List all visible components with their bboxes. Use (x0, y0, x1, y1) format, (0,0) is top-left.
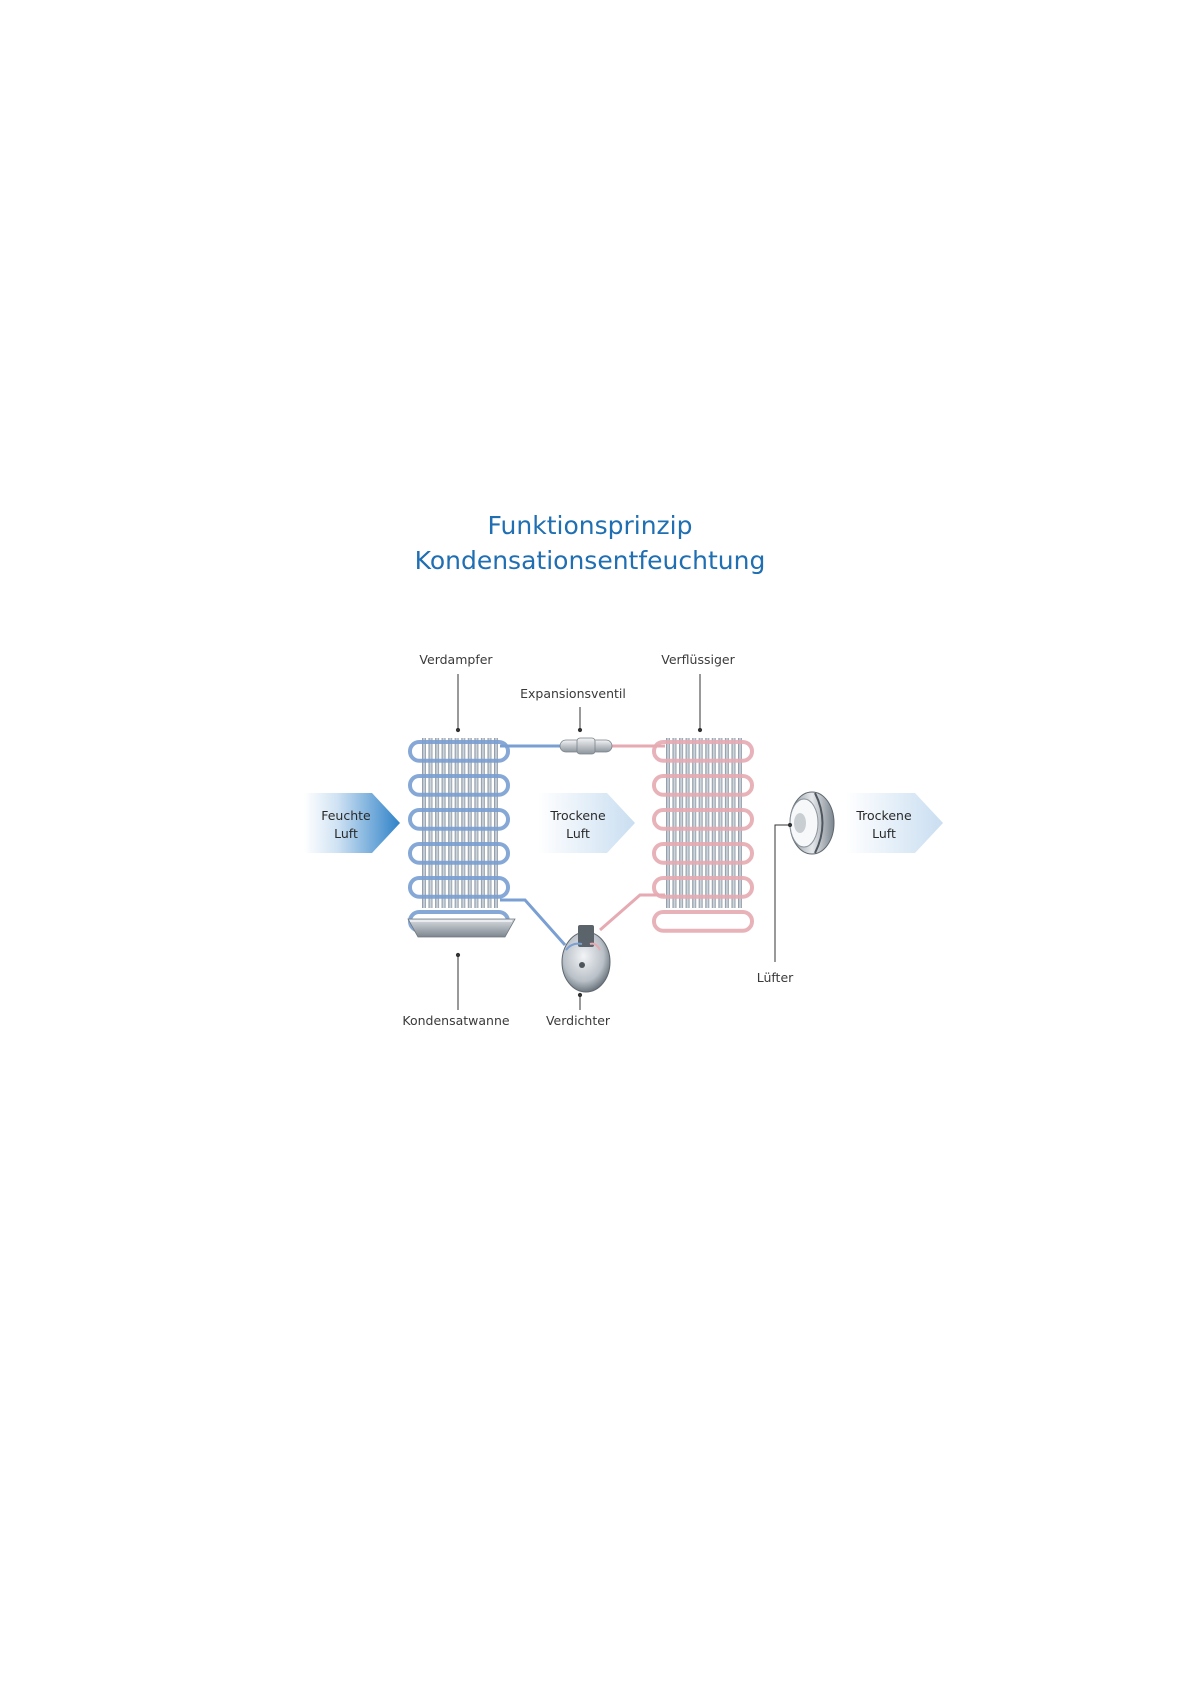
coil-fin (679, 738, 684, 908)
coil-fin (738, 738, 742, 908)
coil-fin (448, 738, 453, 908)
condensate-tray (407, 918, 516, 938)
air-mid-label-line2: Luft (566, 826, 590, 841)
coil-pipe-loop (408, 808, 510, 831)
coil-fin (692, 738, 697, 908)
air-arrow-in (304, 793, 400, 853)
coil-fin (474, 738, 479, 908)
coil-fin (480, 738, 485, 908)
coil-fin (494, 738, 498, 908)
coil-fin (467, 738, 472, 908)
coil-fin (724, 738, 729, 908)
air-in-label-line1: Feuchte (321, 808, 371, 823)
fan-icon (789, 791, 835, 855)
coil-fin (461, 738, 466, 908)
evaporator-coil (408, 738, 510, 933)
coil-pipe-loop (652, 740, 754, 763)
coil-pipe-loop (652, 876, 754, 899)
coil-fin (441, 738, 446, 908)
compressor (561, 925, 611, 993)
air-in-label-line2: Luft (334, 826, 358, 841)
label-verdichter: Verdichter (546, 1013, 611, 1028)
coil-fin (422, 738, 426, 908)
label-verdampfer: Verdampfer (419, 652, 493, 667)
condenser-coil (652, 738, 754, 933)
coil-fin (685, 738, 690, 908)
coil-pipe-loop (652, 842, 754, 865)
air-out-label-line2: Luft (872, 826, 896, 841)
air-mid-label-line1: Trockene (549, 808, 606, 823)
coil-pipe-loop (408, 842, 510, 865)
coil-pipe-loop (408, 774, 510, 797)
label-expansionsventil: Expansionsventil (520, 686, 626, 701)
coil-fin (435, 738, 440, 908)
label-verfluessiger: Verflüssiger (661, 652, 735, 667)
diagram-title-line1: Funktionsprinzip (487, 511, 693, 540)
coil-fin (731, 738, 736, 908)
coil-fin (672, 738, 677, 908)
coil-fin (718, 738, 723, 908)
coil-fin (711, 738, 716, 908)
label-kondensatwanne: Kondensatwanne (402, 1013, 509, 1028)
leader-lines (455, 674, 793, 1010)
air-arrow-mid (538, 793, 635, 853)
coil-pipe-loop (652, 774, 754, 797)
refrigerant-pipes (500, 744, 665, 946)
air-arrow-out (846, 793, 943, 853)
coil-fin (454, 738, 459, 908)
diagram-title-line2: Kondensationsentfeuchtung (414, 546, 766, 575)
coil-pipe-loop (408, 876, 510, 899)
coil-fin (666, 738, 670, 908)
label-luefter: Lüfter (757, 970, 794, 985)
coil-pipe-loop (408, 740, 510, 763)
coil-pipe-loop (652, 808, 754, 831)
air-out-label-line1: Trockene (855, 808, 912, 823)
coil-fin (705, 738, 710, 908)
coil-fin (428, 738, 433, 908)
expansion-valve (559, 737, 613, 755)
coil-fin (698, 738, 703, 908)
coil-fin (487, 738, 492, 908)
coil-pipe-loop (652, 910, 754, 933)
